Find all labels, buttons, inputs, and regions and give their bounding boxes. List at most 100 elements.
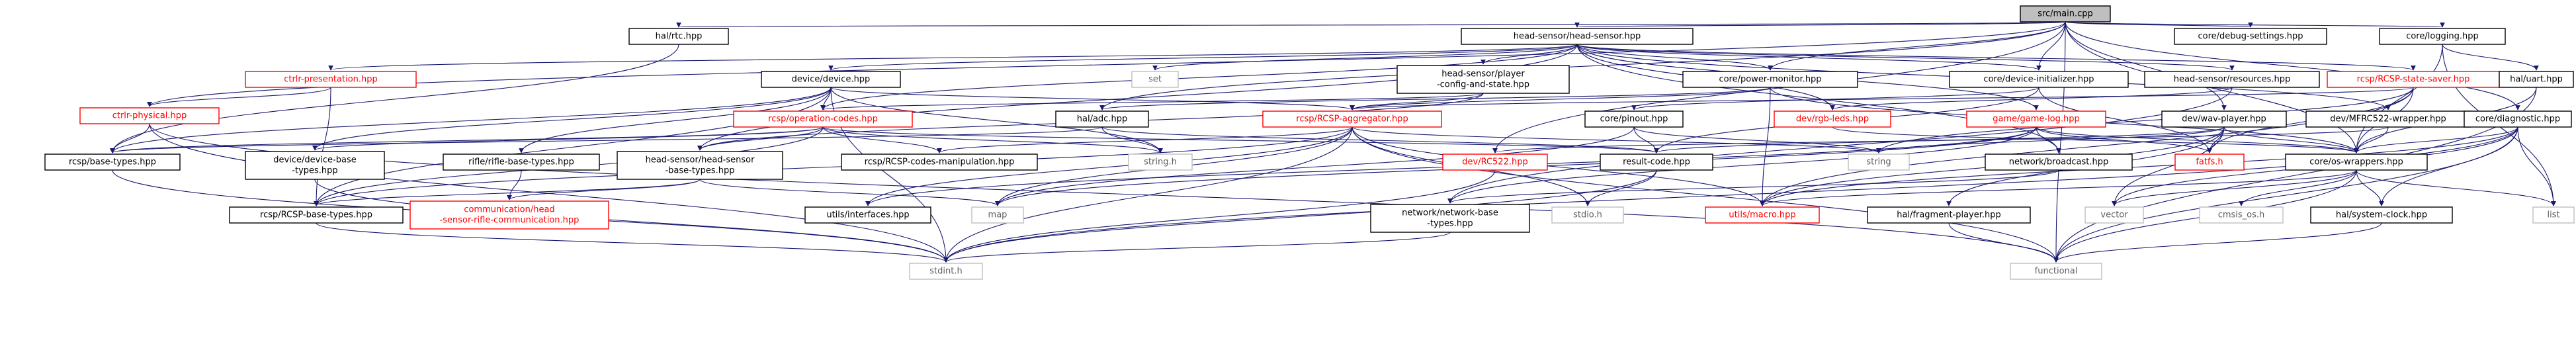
node-label: -base-types.hpp bbox=[665, 166, 734, 176]
node-label: dev/rgb-leds.hpp bbox=[1796, 114, 1869, 124]
node-label: stdint.h bbox=[929, 267, 962, 277]
node-vector[interactable]: vector bbox=[2084, 206, 2144, 224]
edge-haladc-to-basetypes bbox=[110, 126, 1103, 153]
node-debugsettings[interactable]: core/debug-settings.hpp bbox=[2174, 28, 2327, 45]
node-resultcode[interactable]: result-code.hpp bbox=[1600, 153, 1713, 171]
edge-netbase-to-stdint bbox=[943, 232, 1451, 263]
node-powermon[interactable]: core/power-monitor.hpp bbox=[1682, 71, 1858, 88]
node-box bbox=[2532, 206, 2575, 224]
edge-main-to-functional bbox=[2053, 21, 2066, 263]
node-box bbox=[2010, 263, 2102, 280]
node-headsensor[interactable]: head-sensor/head-sensor.hpp bbox=[1461, 28, 1694, 45]
node-playercfg[interactable]: head-sensor/player-config-and-state.hpp bbox=[1396, 65, 1570, 94]
node-broadcast[interactable]: network/broadcast.hpp bbox=[1985, 153, 2133, 171]
node-fragment[interactable]: hal/fragment-player.hpp bbox=[1867, 206, 2031, 224]
node-codesmanip[interactable]: rcsp/RCSP-codes-manipulation.hpp bbox=[841, 153, 1038, 171]
node-label: hal/uart.hpp bbox=[2510, 75, 2563, 85]
node-box bbox=[2464, 110, 2572, 128]
node-rgbleds[interactable]: dev/rgb-leds.hpp bbox=[1774, 110, 1891, 128]
node-pinout[interactable]: core/pinout.hpp bbox=[1584, 110, 1684, 128]
edge-diagnostic-to-functional bbox=[2053, 126, 2518, 263]
edge-powermon-to-macro bbox=[1760, 87, 1771, 206]
node-functional[interactable]: functional bbox=[2010, 263, 2102, 280]
node-box bbox=[1396, 65, 1570, 94]
node-ctrlphys[interactable]: ctrlr-physical.hpp bbox=[79, 107, 220, 124]
edge-logging-to-halusart bbox=[2442, 44, 2539, 71]
node-aggregator[interactable]: rcsp/RCSP-aggregator.hpp bbox=[1262, 110, 1442, 128]
node-interfaces[interactable]: utils/interfaces.hpp bbox=[804, 206, 931, 224]
node-set[interactable]: set bbox=[1131, 71, 1179, 88]
node-label: hal/system-clock.hpp bbox=[2336, 210, 2427, 220]
edge-headsensor-to-hsresources bbox=[1576, 44, 2235, 71]
edge-powermon-to-haladc bbox=[1099, 87, 1771, 110]
node-stringh[interactable]: string.h bbox=[1128, 153, 1193, 171]
node-box bbox=[1584, 110, 1684, 128]
node-diagnostic[interactable]: core/diagnostic.hpp bbox=[2464, 110, 2572, 128]
edge-headsensor-to-devicehpp bbox=[828, 44, 1578, 71]
node-netbase[interactable]: network/network-base-types.hpp bbox=[1370, 204, 1530, 233]
node-label: functional bbox=[2035, 267, 2078, 277]
node-map[interactable]: map bbox=[971, 206, 1024, 224]
node-label: -config-and-state.hpp bbox=[1437, 80, 1529, 90]
edge-hsbasetypes-to-map bbox=[699, 179, 1000, 206]
node-string[interactable]: string bbox=[1848, 153, 1910, 171]
node-box bbox=[1600, 153, 1713, 171]
node-ctrlpres[interactable]: ctrlr-presentation.hpp bbox=[245, 71, 417, 88]
node-halusart[interactable]: hal/uart.hpp bbox=[2499, 71, 2574, 88]
node-rcspbase[interactable]: rcsp/RCSP-base-types.hpp bbox=[229, 206, 404, 224]
node-devbasetypes[interactable]: device/device-base-types.hpp bbox=[245, 151, 385, 180]
node-box bbox=[761, 71, 901, 88]
edge-statesaver-to-aggregator bbox=[1350, 87, 2414, 110]
node-devinit[interactable]: core/device-initializer.hpp bbox=[1949, 71, 2129, 88]
node-mfrc[interactable]: dev/MFRC522-wrapper.hpp bbox=[2305, 110, 2471, 128]
node-label: core/os-wrappers.hpp bbox=[2309, 157, 2403, 167]
edge-main-to-logging bbox=[2065, 21, 2444, 28]
node-box bbox=[1682, 71, 1858, 88]
node-fatfs[interactable]: fatfs.h bbox=[2174, 153, 2245, 171]
node-oswrappers[interactable]: core/os-wrappers.hpp bbox=[2285, 153, 2428, 171]
node-comm[interactable]: communication/head-sensor-rifle-communic… bbox=[409, 200, 609, 230]
node-stdioh[interactable]: stdio.h bbox=[1551, 206, 1624, 224]
node-box bbox=[79, 107, 220, 124]
node-rtc[interactable]: hal/rtc.hpp bbox=[628, 28, 729, 45]
edge-aggregator-to-stdint bbox=[943, 126, 1353, 263]
node-cmsis[interactable]: cmsis_os.h bbox=[2199, 206, 2284, 224]
node-gamelog[interactable]: game/game-log.hpp bbox=[1966, 110, 2106, 128]
edge-hsresources-to-rgbleds bbox=[1830, 87, 2233, 110]
edge-headsensor-to-devinit bbox=[1576, 44, 2041, 71]
edge-oswrappers-to-cmsis bbox=[2239, 169, 2357, 206]
edge-headsensor-to-broadcast bbox=[1576, 44, 2061, 153]
edge-diagnostic-to-macro bbox=[1760, 126, 2518, 206]
edge-main-to-headsensor bbox=[1575, 21, 2066, 28]
node-rc522[interactable]: dev/RC522.hpp bbox=[1442, 153, 1548, 171]
node-opcodes[interactable]: rcsp/operation-codes.hpp bbox=[733, 110, 913, 128]
node-stdint[interactable]: stdint.h bbox=[909, 263, 983, 280]
edge-riflebase-to-comm bbox=[507, 169, 522, 200]
node-label: core/debug-settings.hpp bbox=[2198, 32, 2303, 42]
node-statesaver[interactable]: rcsp/RCSP-state-saver.hpp bbox=[2327, 71, 2500, 88]
node-box bbox=[1461, 28, 1694, 45]
node-label: vector bbox=[2100, 210, 2128, 220]
node-list[interactable]: list bbox=[2532, 206, 2575, 224]
node-label: device/device-base bbox=[273, 155, 356, 165]
node-box bbox=[1551, 206, 1624, 224]
node-box bbox=[1985, 153, 2133, 171]
node-label: src/main.cpp bbox=[2038, 9, 2093, 19]
node-hsresources[interactable]: head-sensor/resources.hpp bbox=[2144, 71, 2320, 88]
node-riflebase[interactable]: rifle/rifle-base-types.hpp bbox=[443, 153, 600, 171]
node-macro[interactable]: utils/macro.hpp bbox=[1705, 206, 1820, 224]
node-basetypes[interactable]: rcsp/base-types.hpp bbox=[44, 153, 181, 171]
edge-aggregator-to-functional bbox=[1352, 126, 2059, 263]
node-wavplayer[interactable]: dev/wav-player.hpp bbox=[2161, 110, 2287, 128]
node-hsbasetypes[interactable]: head-sensor/head-sensor-base-types.hpp bbox=[617, 151, 783, 180]
node-label: result-code.hpp bbox=[1623, 157, 1690, 167]
node-sysclock[interactable]: hal/system-clock.hpp bbox=[2310, 206, 2453, 224]
node-haladc[interactable]: hal/adc.hpp bbox=[1055, 110, 1149, 128]
edge-oswrappers-to-sysclock bbox=[2356, 169, 2384, 206]
edge-oswrappers-to-list bbox=[2356, 169, 2556, 206]
node-logging[interactable]: core/logging.hpp bbox=[2379, 28, 2506, 45]
node-devicehpp[interactable]: device/device.hpp bbox=[761, 71, 901, 88]
node-main[interactable]: src/main.cpp bbox=[2020, 5, 2111, 22]
node-label: head-sensor/head-sensor.hpp bbox=[1514, 32, 1641, 42]
node-label: hal/rtc.hpp bbox=[656, 32, 703, 42]
